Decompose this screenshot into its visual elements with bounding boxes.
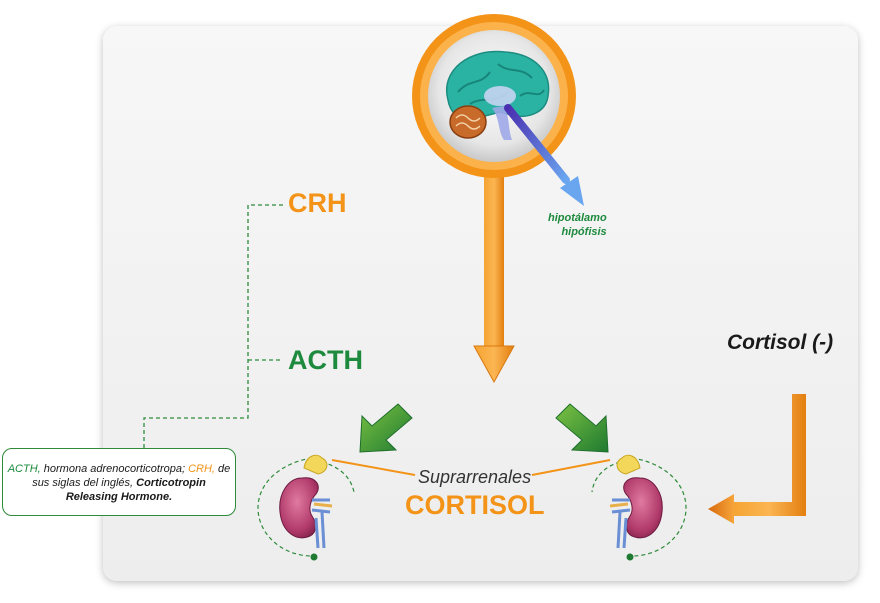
note-line3: Corticotropin Releasing Hormone. — [65, 477, 206, 503]
descending-arrow — [473, 170, 515, 384]
feedback-arrow — [708, 394, 806, 524]
kidney-icon — [623, 477, 663, 539]
hipofisis-label: hipófisis — [561, 226, 607, 238]
crh-label: CRH — [288, 188, 347, 218]
adrenal-gland-icon — [616, 454, 641, 475]
hipotalamo-label: hipotálamo — [548, 212, 607, 224]
cortisol-feedback-label: Cortisol (-) — [727, 331, 834, 354]
legend-connector — [143, 204, 283, 448]
cortisol-label: CORTISOL — [405, 490, 545, 520]
right-green-arrow — [555, 403, 609, 453]
acth-label: ACTH — [288, 345, 363, 375]
pointer-arrow — [504, 104, 584, 206]
note-line2: de sus siglas del inglés, — [32, 463, 231, 489]
suprarrenales-label: Suprarrenales — [418, 467, 532, 487]
label-connectors — [331, 459, 611, 476]
brain-region-label: hipotálamo hipófisis — [548, 211, 607, 239]
kidney-icon — [279, 477, 319, 539]
left-green-arrow — [359, 403, 413, 453]
left-kidney — [257, 454, 355, 561]
brain-icon — [412, 14, 576, 178]
note-acth-desc: hormona adrenocorticotropa; — [40, 463, 189, 475]
note-acth: ACTH, — [7, 463, 41, 475]
note-crh: CRH, — [188, 463, 215, 475]
adrenal-gland-icon — [303, 454, 328, 475]
right-kidney — [591, 454, 687, 561]
abbreviation-note: ACTH, hormona adrenocorticotropa; CRH, d… — [2, 448, 236, 516]
